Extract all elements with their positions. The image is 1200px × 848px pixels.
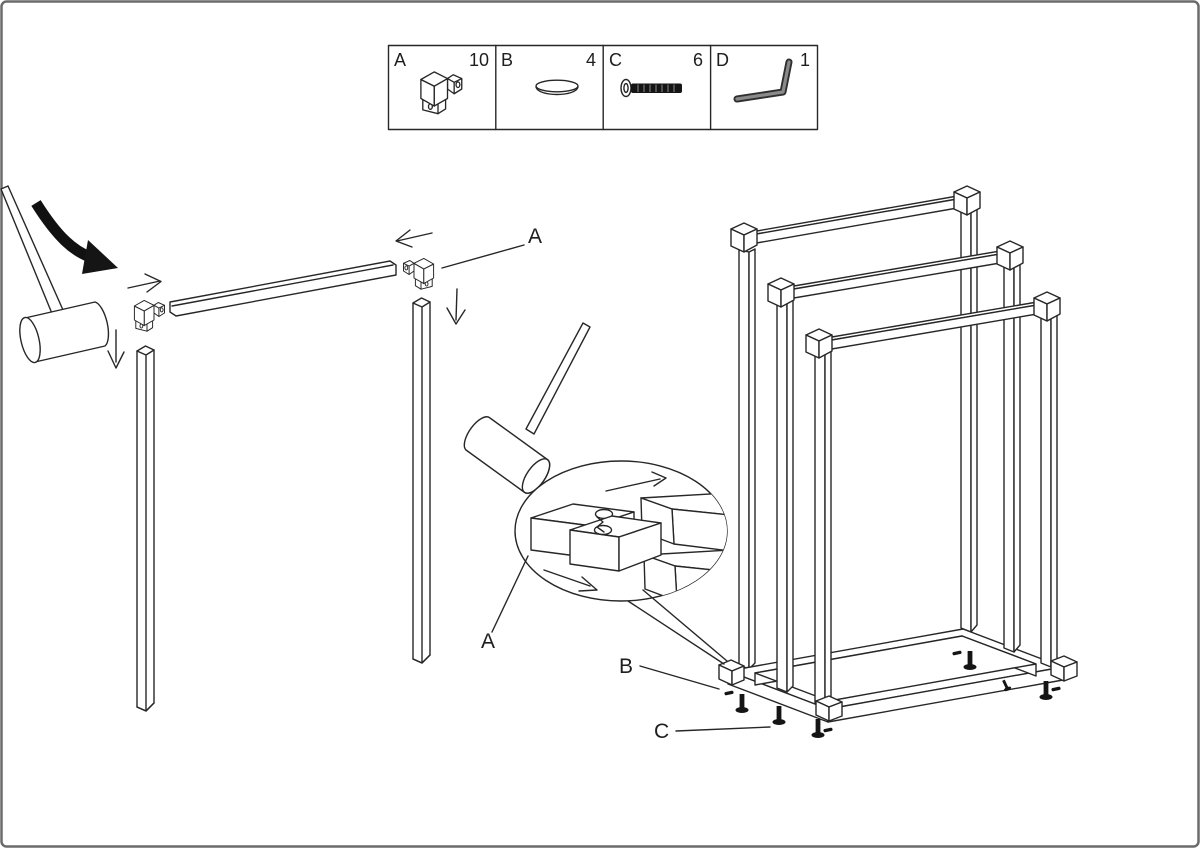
insert-arrow-right [127,273,162,293]
part-cell-b: B 4 [501,50,596,96]
end-cap-icon [535,79,579,96]
corner-block-middle-right [996,240,1024,271]
step-middle: A [395,225,542,664]
callout-a-detail-leader [491,555,529,633]
end-cap [724,690,734,696]
corner-block-back-right [953,185,981,216]
post-middle-left [776,299,788,693]
detail-reference-lines [627,589,728,665]
corner-block-front-right [1033,291,1061,322]
callout-a-detail: A [481,555,529,653]
insert-arrow-down-2 [446,288,466,325]
callout-b-leader [639,665,720,690]
allen-key-icon [733,58,793,103]
parts-box-dividers [495,44,712,131]
callout-a-detail-label: A [481,630,495,653]
end-cap [823,727,833,733]
callout-a-top: A [441,225,542,269]
towel-rack [718,185,1078,738]
callout-a-top-leader [441,244,525,269]
post-back-right [960,209,972,633]
part-cell-c: C 6 [609,50,703,98]
post-1 [136,345,155,712]
screw [772,706,786,725]
post-front-right [1040,309,1052,668]
callout-b: B [619,655,720,690]
mallet-2 [463,322,591,494]
frame-middle [767,240,1024,693]
corner-block-back-left [730,222,758,253]
callout-b-label: B [619,655,633,678]
insert-arrow-left [395,229,433,248]
part-cell-d: D 1 [716,50,810,103]
callout-c-label: C [654,720,669,743]
detail-arrow-lower [543,569,598,592]
post-2 [412,297,431,664]
part-count: 1 [800,50,810,70]
part-letter: D [716,50,729,70]
screw [811,719,825,738]
corner-block-front-left [805,328,833,359]
screw-icon [620,78,682,98]
end-cap [1051,686,1061,692]
callout-c: C [654,720,771,743]
callout-a-top-label: A [528,225,542,248]
part-letter: B [501,50,513,70]
insert-arrow-down-1 [107,329,125,369]
part-count: 4 [586,50,596,70]
parts-box: A 10 B 4 C 6 D 1 [387,44,819,131]
screw [735,694,749,713]
detail-arrow-upper [605,471,667,492]
detail-circle [514,460,728,602]
frame-back [730,185,981,670]
post-back-left [738,249,750,670]
callout-c-leader [675,726,771,732]
corner-connector-2 [403,257,435,290]
corner-block-middle-left [767,277,795,308]
corner-connector-1 [133,299,165,332]
post-front-left [814,349,826,708]
part-cell-a: A 10 [394,50,489,115]
mallet-1 [0,185,110,364]
corner-foot-right [1050,655,1078,682]
detail-connector-block-front [569,515,662,572]
corner-foot-front [815,695,843,722]
part-count: 10 [469,50,489,70]
swing-arrow [31,200,118,274]
part-letter: A [394,50,406,70]
part-letter: C [609,50,622,70]
interlock-seam [596,516,605,533]
frame-front [805,291,1061,708]
step-left [0,185,397,712]
top-bar-back [744,197,964,246]
crossbar-rail [169,260,397,317]
part-count: 6 [693,50,703,70]
